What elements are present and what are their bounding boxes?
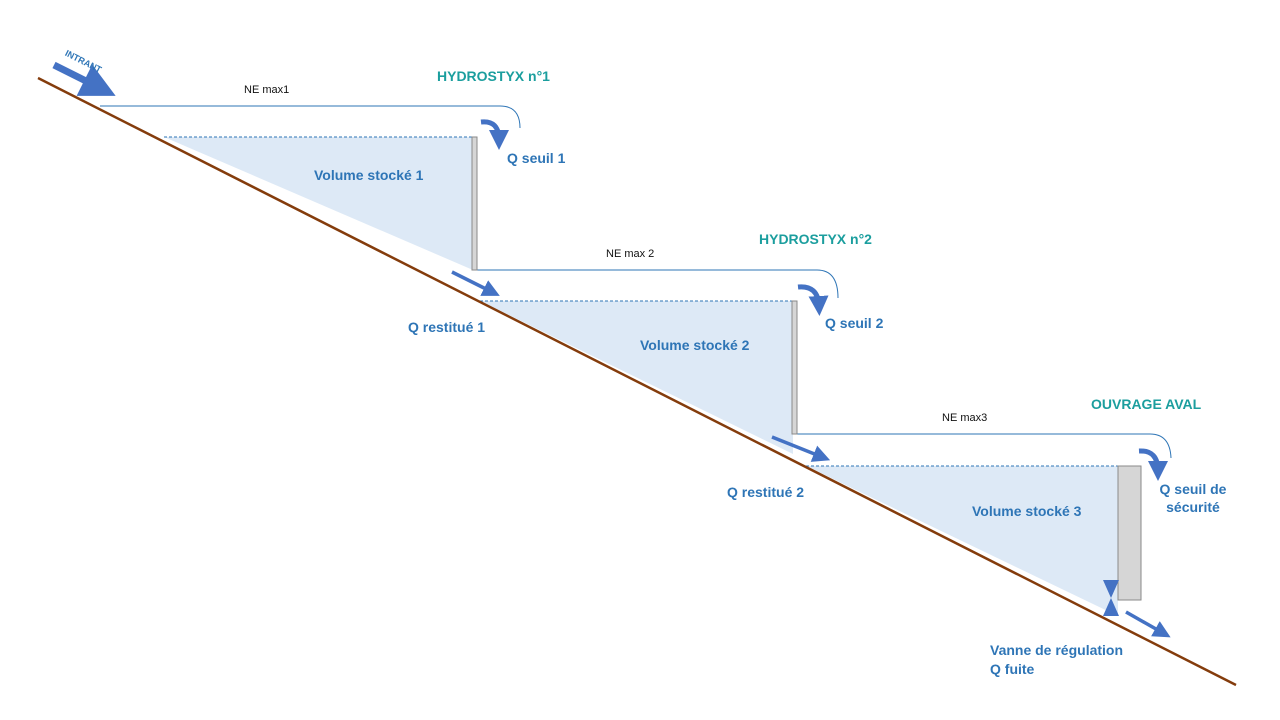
q-seuil-2-arrow-icon <box>797 284 829 316</box>
q-restitue-1-arrow-icon <box>451 270 500 296</box>
hydrostyx-2-title: HYDROSTYX n°2 <box>759 231 872 247</box>
q-restitue-1-label: Q restitué 1 <box>408 319 486 335</box>
q-seuil-securite-line2: sécurité <box>1166 499 1220 515</box>
q-seuil-1-label: Q seuil 1 <box>507 150 566 166</box>
q-seuil-securite-label: Q seuil de sécurité <box>1158 481 1228 515</box>
hydrostyx-1-wall <box>471 136 478 271</box>
ne-max2-label: NE max 2 <box>606 248 655 260</box>
vanne-line2: Q fuite <box>990 661 1035 677</box>
volume-2-area <box>480 301 793 454</box>
ground-line <box>37 76 1237 687</box>
volume-3-area <box>806 466 1118 616</box>
ouvrage-aval-wall <box>1117 465 1142 601</box>
vanne-line1: Vanne de régulation <box>990 642 1124 658</box>
volume-1-label: Volume stocké 1 <box>314 167 424 183</box>
q-fuite-arrow-icon <box>1125 610 1171 638</box>
volume-2-label: Volume stocké 2 <box>640 337 750 353</box>
ne-max2-line <box>475 269 839 299</box>
volume-3-label: Volume stocké 3 <box>972 503 1082 519</box>
q-seuil-securite-arrow-icon <box>1138 448 1168 481</box>
ne-max3-line <box>797 433 1172 459</box>
hydrostyx-1-title: HYDROSTYX n°1 <box>437 68 550 84</box>
q-seuil-2-label: Q seuil 2 <box>825 315 884 331</box>
ne-max1-line <box>100 105 521 129</box>
intrant-arrow-icon <box>52 61 116 96</box>
ouvrage-aval-title: OUVRAGE AVAL <box>1091 396 1202 412</box>
ne-max3-label: NE max3 <box>942 412 988 424</box>
vanne-label: Vanne de régulation Q fuite <box>990 642 1123 677</box>
volume-1-area <box>164 137 473 270</box>
hydrostyx-2-wall <box>791 300 798 435</box>
valve-icon <box>1103 580 1119 616</box>
q-seuil-securite-line1: Q seuil de <box>1159 481 1227 497</box>
ne-max1-label: NE max1 <box>244 84 290 96</box>
q-restitue-2-arrow-icon <box>771 435 831 462</box>
q-restitue-2-label: Q restitué 2 <box>727 484 805 500</box>
q-seuil-1-arrow-icon <box>480 119 509 150</box>
